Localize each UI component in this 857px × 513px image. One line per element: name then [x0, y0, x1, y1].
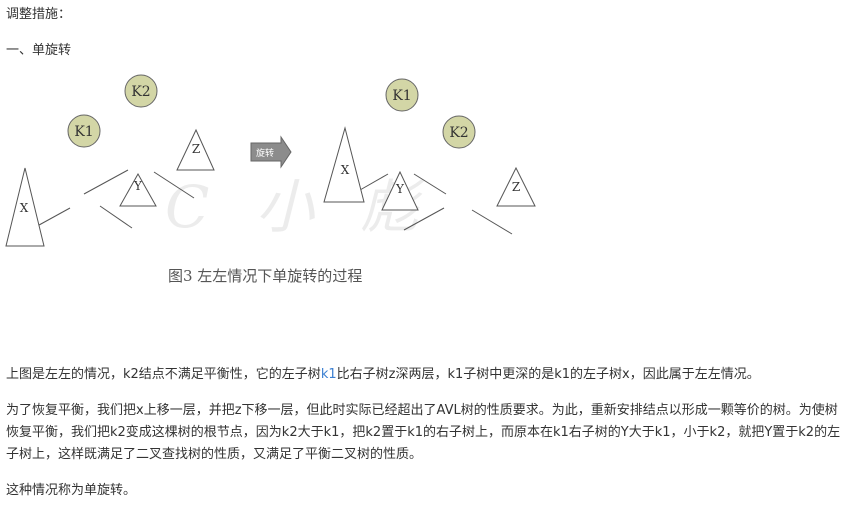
- paragraph-1-before: 上图是左左的情况，k2结点不满足平衡性，它的左子树: [6, 367, 321, 382]
- edge-k2-z-right: [471, 209, 513, 235]
- label-y-right: Y: [395, 182, 405, 196]
- rotation-diagram: 旋转 K2 K1 X Y Z K1 K2 X Y Z: [5, 74, 536, 247]
- label-x-right: X: [341, 163, 350, 177]
- right-tree-nodes: [385, 78, 476, 149]
- subtree-z-right: [496, 166, 536, 207]
- edge-k2-y-right: [403, 207, 445, 231]
- edge-k2-z: [153, 171, 195, 199]
- node-k1-left: [67, 114, 101, 148]
- paragraph-1: 上图是左左的情况，k2结点不满足平衡性，它的左子树k1比右子树z深两层，k1子树…: [6, 364, 846, 386]
- subtree-x-left: [5, 167, 45, 247]
- paragraph-1-after: 比右子树z深两层，k1子树中更深的是k1的左子树x，因此属于左左情况。: [336, 367, 760, 382]
- subtree-z-left: [176, 128, 215, 171]
- section-title: 一、单旋转: [6, 43, 72, 58]
- label-z-left: Z: [192, 142, 200, 156]
- subtree-x-right: [323, 126, 365, 203]
- label-z-right: Z: [512, 180, 520, 194]
- arrow-label: 旋转: [256, 147, 274, 159]
- heading: 调整措施：: [6, 7, 72, 22]
- node-k1-right: [385, 78, 419, 112]
- watermark: C 小 彪: [165, 173, 433, 241]
- label-k1-right: K1: [392, 88, 411, 104]
- paragraph-2: 为了恢复平衡，我们把x上移一层，并把z下移一层，但此时实际已经超出了AVL树的性…: [6, 403, 841, 462]
- node-k2-left: [124, 74, 158, 108]
- label-k2-right: K2: [449, 125, 468, 141]
- left-tree-nodes: [67, 74, 158, 148]
- node-k2-right: [442, 115, 476, 149]
- edge-k1-k2-right: [413, 173, 447, 195]
- paragraph-3: 这种情况称为单旋转。: [6, 483, 137, 498]
- subtree-y-right: [381, 170, 419, 211]
- rotate-arrow: 旋转: [250, 135, 292, 169]
- paragraph-1-highlight: k1: [320, 367, 337, 382]
- subtree-y-left: [119, 172, 157, 207]
- edge-k2-k1: [83, 169, 129, 195]
- label-k2-left: K2: [131, 84, 150, 100]
- label-y-left: Y: [133, 179, 143, 193]
- label-k1-left: K1: [74, 124, 93, 140]
- figure-caption: 图3 左左情况下单旋转的过程: [168, 267, 363, 285]
- edge-k1-y: [99, 205, 133, 229]
- label-x-left: X: [20, 201, 29, 215]
